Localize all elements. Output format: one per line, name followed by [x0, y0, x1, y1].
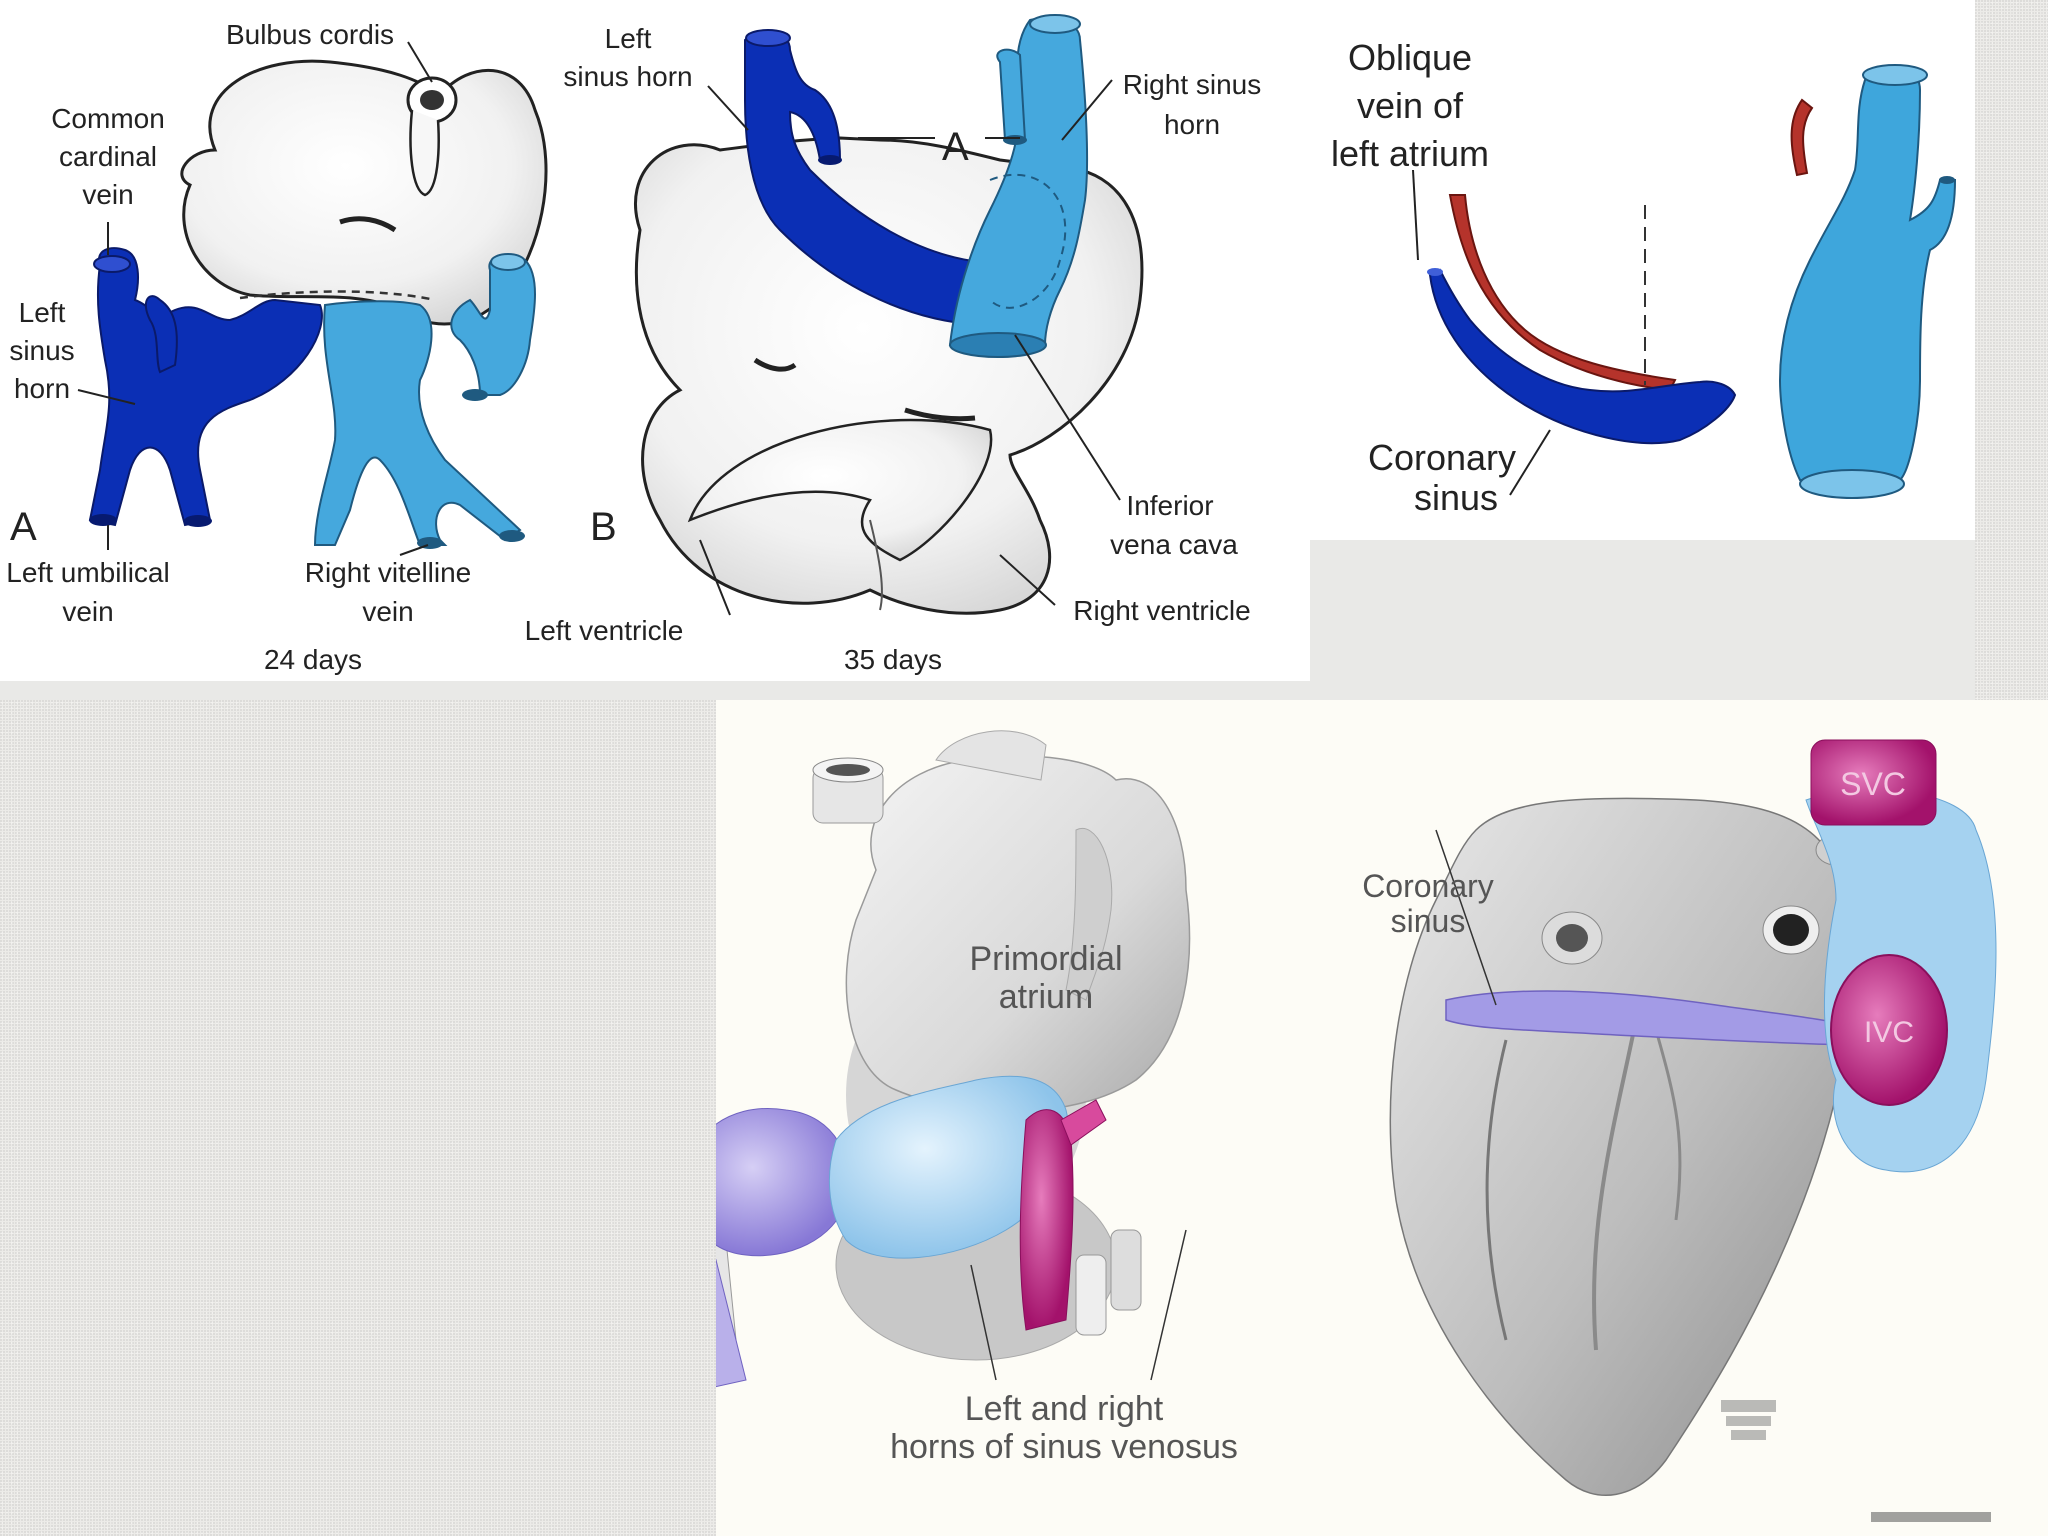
left-sinus-horn-35d	[744, 29, 981, 327]
svg-text:Right vitelline: Right vitelline	[305, 557, 472, 588]
caption-24-days: 24 days	[264, 644, 362, 675]
label-coronary-sinus-illus: Coronary sinus	[1362, 868, 1494, 939]
svg-text:left atrium: left atrium	[1331, 133, 1489, 174]
label-left-sinus-horn-35d: Left sinus horn	[563, 23, 692, 92]
label-inferior-vena-cava: Inferior vena cava	[1110, 490, 1238, 560]
adult-coronary-sinus-figure: Oblique vein of left atrium Coronary sin…	[1310, 0, 1975, 540]
leader-oblique-vein	[1412, 169, 1419, 261]
svg-text:vein: vein	[62, 596, 113, 627]
red-oblique-vessel	[1448, 98, 1814, 392]
svg-text:sinus: sinus	[1414, 477, 1498, 518]
embryo-heart-figure: Bulbus cordis Common cardinal vein Left …	[0, 0, 1310, 681]
label-coronary-sinus-adult: Coronary sinus	[1368, 437, 1516, 518]
label-left-ventricle: Left ventricle	[525, 615, 684, 646]
svg-text:sinus horn: sinus horn	[563, 61, 692, 92]
label-left-umbilical-vein: Left umbilical vein	[6, 557, 169, 627]
coronary-sinus-vessel	[1427, 268, 1737, 445]
svg-text:Inferior: Inferior	[1126, 490, 1213, 521]
svg-text:Left and right: Left and right	[965, 1390, 1164, 1428]
svg-text:Left: Left	[19, 297, 66, 328]
svg-text:vena cava: vena cava	[1110, 529, 1238, 560]
sinus-venosus-illustration: Primordial atrium Left and right horns o…	[716, 700, 2048, 1536]
panel-letter-a: A	[10, 505, 37, 549]
magenta-vessel	[1019, 1099, 1142, 1336]
svg-text:vein of: vein of	[1357, 85, 1464, 126]
svg-text:Coronary: Coronary	[1368, 437, 1516, 478]
svg-text:horns of sinus venosus: horns of sinus venosus	[890, 1428, 1238, 1466]
svg-text:cardinal: cardinal	[59, 141, 157, 172]
panel-letter-b: B	[590, 505, 617, 549]
label-right-ventricle: Right ventricle	[1073, 595, 1250, 626]
svg-text:Common: Common	[51, 103, 165, 134]
ivc-label: IVC	[1864, 1016, 1914, 1049]
figure-code	[1871, 1512, 1991, 1522]
label-oblique-vein: Oblique vein of left atrium	[1331, 37, 1489, 174]
section-marker-a: A	[942, 125, 969, 169]
svg-text:sinus: sinus	[9, 335, 74, 366]
heart-24-days	[180, 59, 548, 326]
leader-coronary-sinus-illus	[1435, 829, 1497, 1006]
label-bulbus-cordis: Bulbus cordis	[226, 19, 394, 50]
svg-text:Right sinus: Right sinus	[1123, 69, 1262, 100]
background-texture-left	[0, 700, 716, 1536]
svc-ivc-vessel	[1778, 64, 1957, 499]
svg-text:atrium: atrium	[999, 978, 1093, 1016]
leader-coronary-sinus	[1509, 429, 1551, 496]
svg-text:vein: vein	[362, 596, 413, 627]
label-left-sinus-horn-24d: Left sinus horn	[9, 297, 74, 404]
svg-text:Left: Left	[605, 23, 652, 54]
svc-badge: SVC	[1810, 739, 1937, 826]
svg-text:Oblique: Oblique	[1348, 37, 1472, 78]
label-common-cardinal-vein: Common cardinal vein	[51, 103, 165, 210]
leader-lines-35d	[699, 79, 1121, 616]
svg-text:horn: horn	[14, 373, 70, 404]
label-right-vitelline-vein: Right vitelline vein	[305, 557, 472, 627]
label-right-sinus-horn-35d: Right sinus horn	[1123, 69, 1262, 140]
svg-text:vein: vein	[82, 179, 133, 210]
leader-lines-24d	[77, 41, 433, 556]
svg-text:sinus: sinus	[1391, 903, 1466, 939]
left-horn-purple	[716, 1108, 849, 1388]
caption-35-days: 35 days	[844, 644, 942, 675]
leader-lines-horns	[970, 1229, 1187, 1381]
label-primordial-atrium: Primordial atrium	[969, 940, 1122, 1016]
svc-label: SVC	[1840, 766, 1906, 802]
svg-text:Primordial: Primordial	[969, 940, 1122, 978]
right-sinus-horn-24d	[313, 253, 536, 549]
left-sinus-horn-24d	[88, 247, 323, 527]
artist-signature	[1721, 1400, 1776, 1440]
right-sinus-horn-35d	[948, 14, 1089, 358]
ivc-badge: IVC	[1830, 954, 1948, 1106]
svg-text:Coronary: Coronary	[1362, 868, 1494, 904]
svg-text:Left umbilical: Left umbilical	[6, 557, 169, 588]
background-texture-right	[1975, 0, 2048, 700]
svg-text:horn: horn	[1164, 109, 1220, 140]
label-horns-of-sinus-venosus: Left and right horns of sinus venosus	[890, 1390, 1238, 1466]
